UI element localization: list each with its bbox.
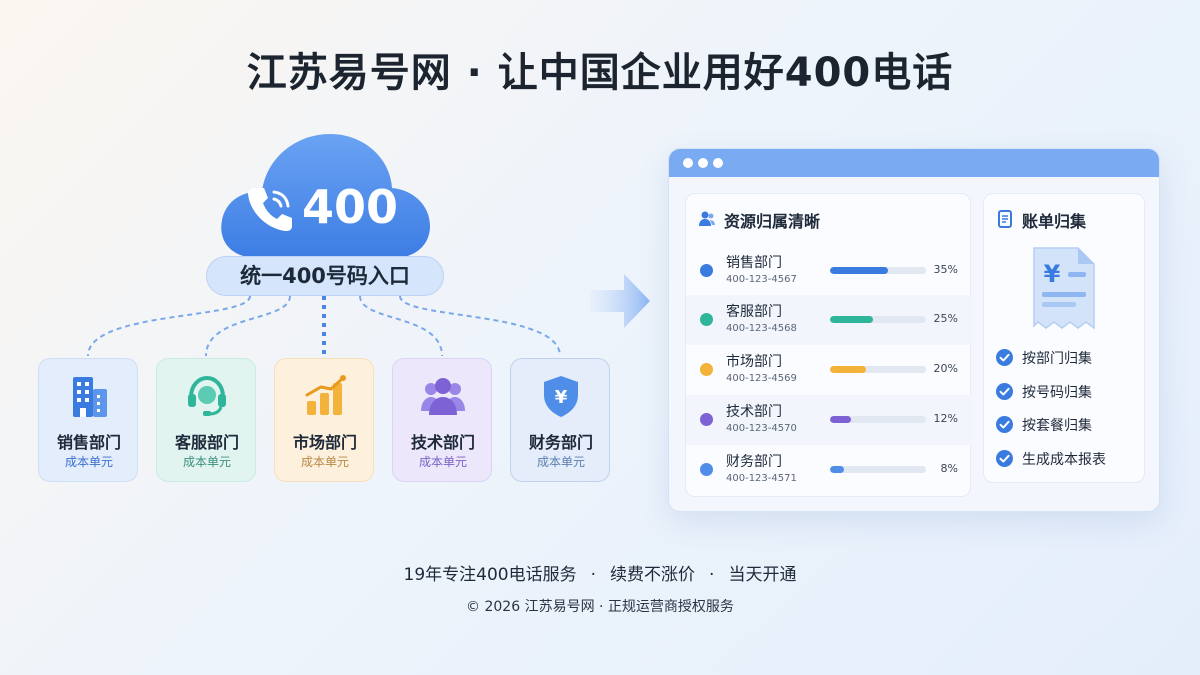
progress-fill bbox=[830, 316, 874, 323]
progress-fill bbox=[830, 466, 845, 473]
bill-panel: 账单归集 ¥ 按部门归集按号码归集按套餐归集生成成本报表 bbox=[983, 193, 1145, 483]
bill-checklist-item: 按部门归集 bbox=[996, 348, 1159, 368]
dept-name: 客服部门 bbox=[174, 433, 239, 452]
users-icon bbox=[698, 210, 716, 228]
status-dot bbox=[700, 313, 713, 326]
right-arrow-icon bbox=[590, 274, 650, 328]
dept-sub: 成本单元 bbox=[418, 455, 467, 469]
bill-checklist-item: 生成成本报表 bbox=[996, 449, 1159, 469]
progress-fill bbox=[830, 267, 888, 274]
tagline-item: 续费不涨价 bbox=[610, 565, 696, 585]
dept-name: 市场部门 bbox=[292, 433, 357, 452]
page-title: 江苏易号网 · 让中国企业用好400电话 bbox=[246, 50, 954, 96]
tagline-item: 19年专注400电话服务 bbox=[403, 565, 577, 585]
resource-row-percent: 12% bbox=[933, 412, 958, 425]
progress-fill bbox=[830, 366, 866, 373]
dept-name: 销售部门 bbox=[56, 433, 121, 452]
progress-fill bbox=[830, 416, 852, 423]
phone-icon bbox=[244, 182, 296, 234]
resource-row-percent: 35% bbox=[933, 263, 958, 276]
resource-row: 客服部门 400-123-4568 25% bbox=[686, 295, 972, 345]
bill-panel-title: 账单归集 bbox=[1022, 212, 1087, 231]
status-dot bbox=[700, 463, 713, 476]
check-circle-icon bbox=[996, 450, 1013, 467]
resource-row-name: 客服部门 bbox=[726, 304, 782, 320]
bill-checklist-item: 按套餐归集 bbox=[996, 415, 1159, 435]
bill-checklist-label: 生成成本报表 bbox=[1022, 452, 1106, 468]
check-circle-icon bbox=[996, 383, 1013, 400]
progress-track bbox=[830, 366, 926, 373]
bill-checklist-label: 按号码归集 bbox=[1022, 385, 1092, 401]
document-icon bbox=[996, 210, 1014, 228]
progress-track bbox=[830, 267, 926, 274]
bill-checklist-label: 按部门归集 bbox=[1022, 351, 1092, 367]
bar-chart-icon bbox=[301, 373, 349, 419]
status-dot bbox=[700, 413, 713, 426]
resource-panel-title: 资源归属清晰 bbox=[724, 212, 821, 231]
resource-row-phone: 400-123-4571 bbox=[726, 473, 797, 484]
progress-track bbox=[830, 316, 926, 323]
check-circle-icon bbox=[996, 416, 1013, 433]
resource-panel: 资源归属清晰 销售部门 400-123-4567 35% 客服部门 400-123-45… bbox=[685, 193, 972, 497]
dept-sub: 成本单元 bbox=[64, 455, 113, 469]
check-circle-icon bbox=[996, 349, 1013, 366]
resource-row-phone: 400-123-4569 bbox=[726, 373, 797, 384]
yuan-bill-icon: ¥ bbox=[1028, 246, 1100, 332]
resource-row-phone: 400-123-4570 bbox=[726, 423, 797, 434]
building-icon bbox=[65, 373, 113, 419]
progress-track bbox=[830, 466, 926, 473]
cloud-number: 400 bbox=[302, 180, 399, 234]
resource-row-name: 市场部门 bbox=[726, 354, 782, 370]
resource-row: 市场部门 400-123-4569 20% bbox=[686, 345, 972, 395]
tagline-separator: · bbox=[590, 565, 597, 585]
svg-text:¥: ¥ bbox=[555, 387, 568, 408]
resource-row-percent: 8% bbox=[940, 462, 958, 475]
dept-sub: 成本单元 bbox=[536, 455, 585, 469]
status-dot bbox=[700, 264, 713, 277]
resource-row-name: 技术部门 bbox=[726, 404, 782, 420]
copyright: © 2026 江苏易号网 · 正规运营商授权服务 bbox=[466, 599, 734, 615]
resource-row-phone: 400-123-4567 bbox=[726, 274, 797, 285]
window-dot bbox=[713, 158, 723, 168]
dept-sub: 成本单元 bbox=[300, 455, 349, 469]
unified-entry-label: 统一400号码入口 bbox=[206, 256, 444, 296]
bill-checklist-label: 按套餐归集 bbox=[1022, 418, 1092, 434]
status-dot bbox=[700, 363, 713, 376]
dept-card-tech: 技术部门 成本单元 bbox=[392, 358, 492, 482]
window-dot bbox=[698, 158, 708, 168]
svg-text:¥: ¥ bbox=[1044, 260, 1061, 288]
resource-row-percent: 25% bbox=[933, 312, 958, 325]
app-window: 资源归属清晰 销售部门 400-123-4567 35% 客服部门 400-123-45… bbox=[668, 148, 1160, 512]
resource-row-percent: 20% bbox=[933, 362, 958, 375]
dept-card-marketing: 市场部门 成本单元 bbox=[274, 358, 374, 482]
dept-card-sales: 销售部门 成本单元 bbox=[38, 358, 138, 482]
resource-row: 销售部门 400-123-4567 35% bbox=[686, 246, 972, 296]
yuan-shield-icon: ¥ bbox=[537, 373, 585, 419]
cloud-400: 400 bbox=[218, 132, 432, 260]
resource-row: 财务部门 400-123-4571 8% bbox=[686, 445, 972, 495]
dept-name: 技术部门 bbox=[410, 433, 475, 452]
progress-track bbox=[830, 416, 926, 423]
resource-row-name: 财务部门 bbox=[726, 454, 782, 470]
window-titlebar bbox=[669, 149, 1159, 177]
resource-row-phone: 400-123-4568 bbox=[726, 323, 797, 334]
bill-checklist-item: 按号码归集 bbox=[996, 382, 1159, 402]
dept-name: 财务部门 bbox=[528, 433, 593, 452]
resource-row: 技术部门 400-123-4570 12% bbox=[686, 395, 972, 445]
resource-row-name: 销售部门 bbox=[726, 255, 782, 271]
dept-card-service: 客服部门 成本单元 bbox=[156, 358, 256, 482]
headset-icon bbox=[183, 373, 231, 419]
team-icon bbox=[419, 373, 467, 419]
tagline-item: 当天开通 bbox=[728, 565, 797, 585]
tagline-separator: · bbox=[709, 565, 715, 585]
tagline: 19年专注400电话服务 · 续费不涨价 · 当天开通 bbox=[0, 560, 1200, 585]
dept-card-finance: ¥ 财务部门 成本单元 bbox=[510, 358, 610, 482]
dept-sub: 成本单元 bbox=[182, 455, 231, 469]
window-dot bbox=[683, 158, 693, 168]
